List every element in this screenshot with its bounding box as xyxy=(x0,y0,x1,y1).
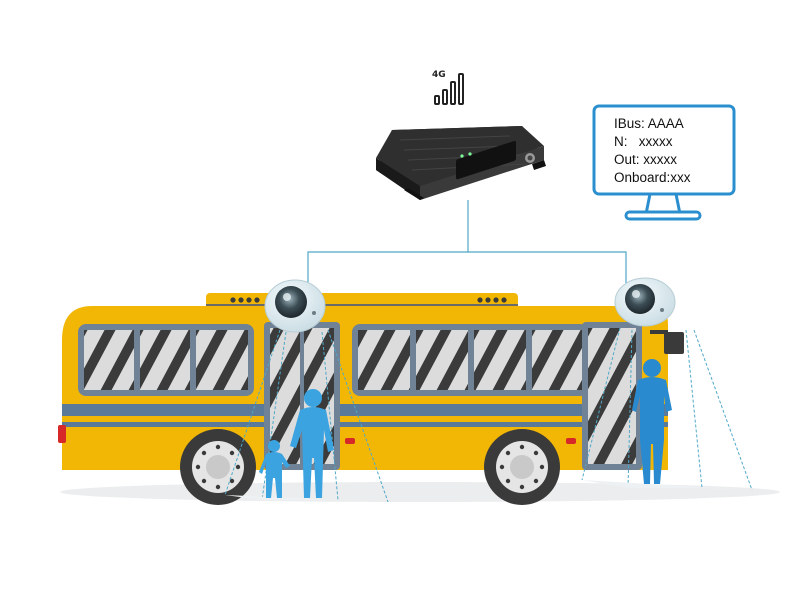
monitor-line-out: Out: xxxxx xyxy=(614,152,678,167)
monitor-line-onboard: Onboard:xxx xyxy=(614,170,691,185)
dome-camera-icon xyxy=(614,277,676,327)
monitor-line-bus: IBus: AAAA xyxy=(614,116,684,131)
school-bus xyxy=(58,293,684,505)
dome-camera-icon xyxy=(264,279,326,333)
dvr-recorder-icon xyxy=(376,126,546,200)
roof-lights xyxy=(230,297,507,303)
signal-label: 4G xyxy=(432,70,446,80)
monitor-readout: IBus: AAAA N: xxxxx Out: xxxxx Onboard:x… xyxy=(614,115,691,187)
side-window-frame xyxy=(352,324,588,396)
passenger-child xyxy=(259,440,290,498)
monitor-line-in: N: xxxxx xyxy=(614,134,673,149)
front-wheel xyxy=(180,429,256,505)
monitor-icon xyxy=(592,104,736,221)
passenger-adult xyxy=(290,389,334,498)
ground-shadow xyxy=(60,482,780,502)
signal-4g-icon xyxy=(434,73,464,105)
front-light xyxy=(58,425,66,443)
side-mirror xyxy=(664,332,684,354)
camera-wiring xyxy=(307,200,627,290)
rear-wheel xyxy=(484,429,560,505)
fov-floor xyxy=(225,480,752,502)
passenger-exiting xyxy=(632,359,672,484)
